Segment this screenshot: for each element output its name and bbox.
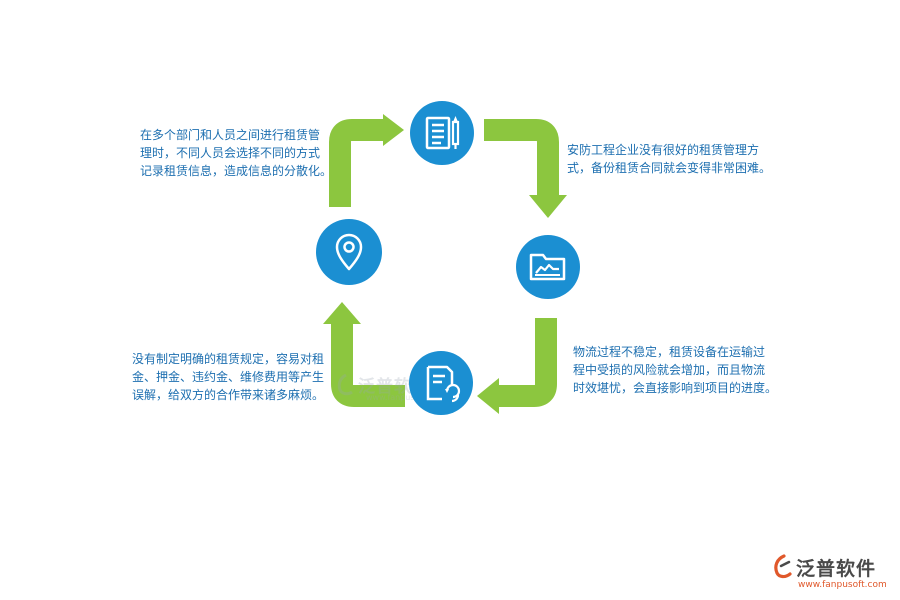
text-line: 安防工程企业没有很好的租赁管理方 bbox=[567, 143, 760, 157]
text-top-right: 安防工程企业没有很好的租赁管理方 式，备份租赁合同就会变得非常困难。 bbox=[567, 141, 777, 177]
document-refresh-icon bbox=[426, 365, 461, 403]
brand-name: 泛普软件 bbox=[796, 558, 877, 580]
text-line: 理时，不同人员会选择不同的方式 bbox=[140, 146, 321, 160]
watermark-logo-icon bbox=[337, 374, 353, 396]
document-pen-icon bbox=[425, 116, 460, 150]
arrow-bottom-to-left bbox=[331, 322, 405, 407]
node-left bbox=[316, 219, 382, 285]
folder-icon bbox=[529, 253, 566, 281]
arrow-head-left-to-top bbox=[383, 114, 404, 146]
text-top-left: 在多个部门和人员之间进行租赁管 理时，不同人员会选择不同的方式 记录租赁信息，造… bbox=[140, 126, 335, 180]
location-pin-icon bbox=[335, 233, 363, 271]
brand-url: www.fanpusoft.com bbox=[798, 580, 887, 590]
arrow-head-right-to-bottom bbox=[477, 378, 499, 414]
text-line: 没有制定明确的租赁规定，容易对租 bbox=[132, 352, 325, 366]
text-line: 在多个部门和人员之间进行租赁管 bbox=[140, 128, 321, 142]
arrow-left-to-top bbox=[329, 119, 385, 207]
node-top bbox=[410, 101, 474, 165]
text-bottom-right: 物流过程不稳定，租赁设备在运输过 程中受损的风险就会增加，而且物流 时效堪忧，会… bbox=[573, 343, 783, 397]
brand-logo-icon bbox=[774, 554, 792, 579]
arrow-right-to-bottom bbox=[497, 318, 557, 407]
text-line: 时效堪忧，会直接影响到项目的进度。 bbox=[573, 381, 778, 395]
arrow-head-top-to-right bbox=[529, 195, 567, 218]
arrow-head-bottom-to-left bbox=[323, 302, 361, 324]
text-line: 程中受损的风险就会增加，而且物流 bbox=[573, 363, 766, 377]
text-line: 金、押金、违约金、维修费用等产生 bbox=[132, 370, 325, 384]
text-line: 记录租赁信息，造成信息的分散化。 bbox=[140, 164, 333, 178]
text-bottom-left: 没有制定明确的租赁规定，容易对租 金、押金、违约金、维修费用等产生 误解，给双方… bbox=[132, 350, 332, 404]
text-line: 误解，给双方的合作带来诸多麻烦。 bbox=[132, 388, 325, 402]
arrow-top-to-right bbox=[484, 119, 559, 197]
text-line: 物流过程不稳定，租赁设备在运输过 bbox=[573, 345, 766, 359]
brand-logo: 泛普软件 www.fanpusoft.com bbox=[772, 554, 894, 594]
watermark-url: www.fanpusoft.com bbox=[366, 393, 445, 402]
text-line: 式，备份租赁合同就会变得非常困难。 bbox=[567, 161, 772, 175]
node-bottom bbox=[409, 351, 473, 415]
node-right bbox=[516, 235, 580, 299]
